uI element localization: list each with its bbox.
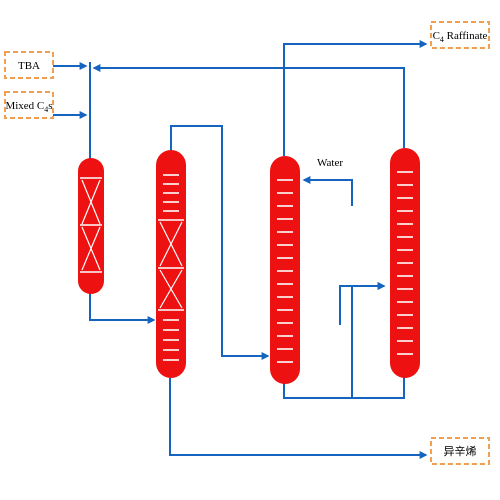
product-output-label: 异辛烯 bbox=[430, 437, 490, 465]
mixed-c4s-prefix: Mixed C bbox=[5, 100, 44, 112]
c4-raffinate-line bbox=[283, 40, 428, 156]
tba-label-text: TBA bbox=[18, 60, 40, 72]
water-wash-column bbox=[270, 156, 300, 384]
recovery-column bbox=[390, 148, 420, 378]
c4-raffinate-suffix: Raffinate bbox=[444, 30, 488, 42]
c4-raffinate-output-label: C4 Raffinate bbox=[430, 21, 490, 49]
c4-raffinate-subscript: 4 bbox=[440, 35, 444, 44]
flow-lines bbox=[53, 40, 428, 459]
reactor-to-column-line bbox=[89, 292, 156, 324]
column2-overhead-line bbox=[170, 125, 270, 360]
mixed-c4s-feed-label: Mixed C4s bbox=[4, 91, 54, 119]
prereactor-vessel bbox=[78, 158, 104, 294]
product-line bbox=[169, 378, 428, 459]
tba-feed-label: TBA bbox=[4, 51, 54, 79]
water-line bbox=[302, 176, 353, 206]
recycle-line bbox=[92, 64, 405, 148]
product-label-text: 异辛烯 bbox=[444, 444, 477, 458]
svg-text:C4 Raffinate: C4 Raffinate bbox=[433, 30, 488, 44]
mixed-c4s-subscript: 4 bbox=[44, 105, 48, 114]
reactive-distillation-column bbox=[156, 150, 186, 378]
svg-text:Mixed C4s: Mixed C4s bbox=[5, 100, 52, 114]
water-label: Water bbox=[317, 157, 343, 169]
bottoms-link-line bbox=[283, 376, 405, 399]
c4-raffinate-prefix: C bbox=[433, 30, 440, 42]
mixed-c4s-suffix: s bbox=[48, 100, 52, 112]
side-draw-line bbox=[339, 282, 386, 325]
